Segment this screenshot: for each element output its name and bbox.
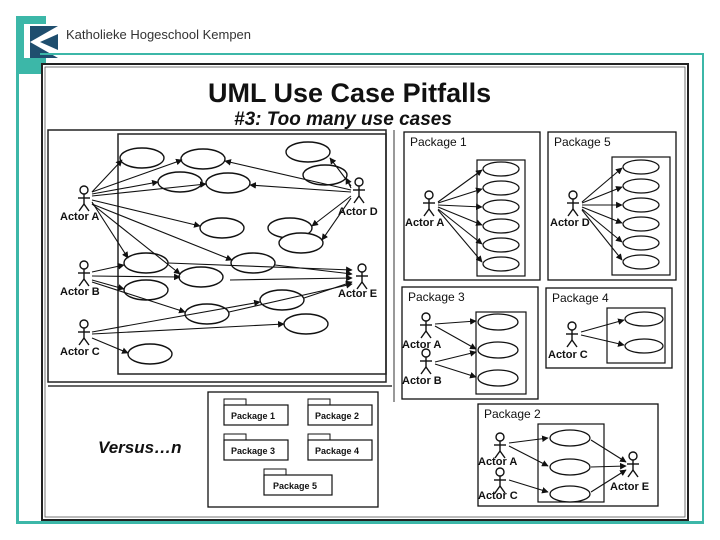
main-actor-a-label: Actor A xyxy=(60,211,99,223)
main-actor-b-label: Actor B xyxy=(60,286,100,298)
institution-name: Katholieke Hogeschool Kempen xyxy=(66,27,252,42)
use-case xyxy=(119,147,165,169)
main-use-case-diagram: Actor A Actor D Actor B Actor E Actor C xyxy=(47,129,387,383)
main-actor-c-label: Actor C xyxy=(60,346,100,358)
use-case xyxy=(230,252,276,274)
school-logo xyxy=(16,16,58,74)
scanned-slide: UML Use Case Pitfalls #3: Too many use c… xyxy=(41,63,689,521)
package-2-title: Package 2 xyxy=(484,407,541,421)
accent-line-left xyxy=(16,56,19,524)
main-actor-d-label: Actor D xyxy=(338,206,378,218)
package-1-actor: Actor A xyxy=(405,217,444,229)
package-4-actor: Actor C xyxy=(548,349,588,361)
main-actor-e-label: Actor E xyxy=(338,288,377,300)
use-case xyxy=(123,252,169,274)
slide-subtitle: #3: Too many use cases xyxy=(234,109,452,130)
versus-label: Versus…n xyxy=(98,438,181,457)
package-2-diagram: Package 2 Actor A Actor C Actor E xyxy=(477,403,659,507)
package-3-diagram: Package 3 Actor A Actor B xyxy=(401,286,539,400)
package-4-title: Package 4 xyxy=(552,291,609,305)
package-3-actor-a: Actor A xyxy=(402,339,441,351)
package-2-actor-c: Actor C xyxy=(478,490,518,502)
use-case xyxy=(178,266,224,288)
overview-package-4: Package 4 xyxy=(315,446,359,456)
use-case xyxy=(205,172,251,194)
use-case xyxy=(199,217,245,239)
package-2-actor-e: Actor E xyxy=(610,481,649,493)
accent-line-bottom xyxy=(16,521,704,524)
package-5-diagram: Package 5 Actor D xyxy=(547,131,677,281)
package-5-title: Package 5 xyxy=(554,135,611,149)
package-1-diagram: Package 1 Actor A xyxy=(403,131,541,281)
package-1-title: Package 1 xyxy=(410,135,467,149)
overview-package-2: Package 2 xyxy=(315,411,359,421)
use-case xyxy=(283,313,329,335)
use-case xyxy=(302,164,348,186)
accent-line-top xyxy=(40,53,704,55)
package-4-diagram: Package 4 Actor C xyxy=(545,287,673,369)
package-5-actor: Actor D xyxy=(550,217,590,229)
overview-package-5: Package 5 xyxy=(273,481,317,491)
use-case xyxy=(285,141,331,163)
slide-title: UML Use Case Pitfalls xyxy=(208,78,491,108)
use-case xyxy=(123,279,169,301)
overview-package-3: Package 3 xyxy=(231,446,275,456)
overview-package-1: Package 1 xyxy=(231,411,275,421)
package-3-actor-b: Actor B xyxy=(402,375,442,387)
use-case xyxy=(278,232,324,254)
use-case xyxy=(157,171,203,193)
package-3-title: Package 3 xyxy=(408,290,465,304)
use-case xyxy=(127,343,173,365)
accent-line-right xyxy=(702,53,704,523)
use-case xyxy=(180,148,226,170)
package-overview-diagram: Package 1 Package 2 Package 3 Package 4 … xyxy=(207,391,379,508)
package-2-actor-a: Actor A xyxy=(478,456,517,468)
